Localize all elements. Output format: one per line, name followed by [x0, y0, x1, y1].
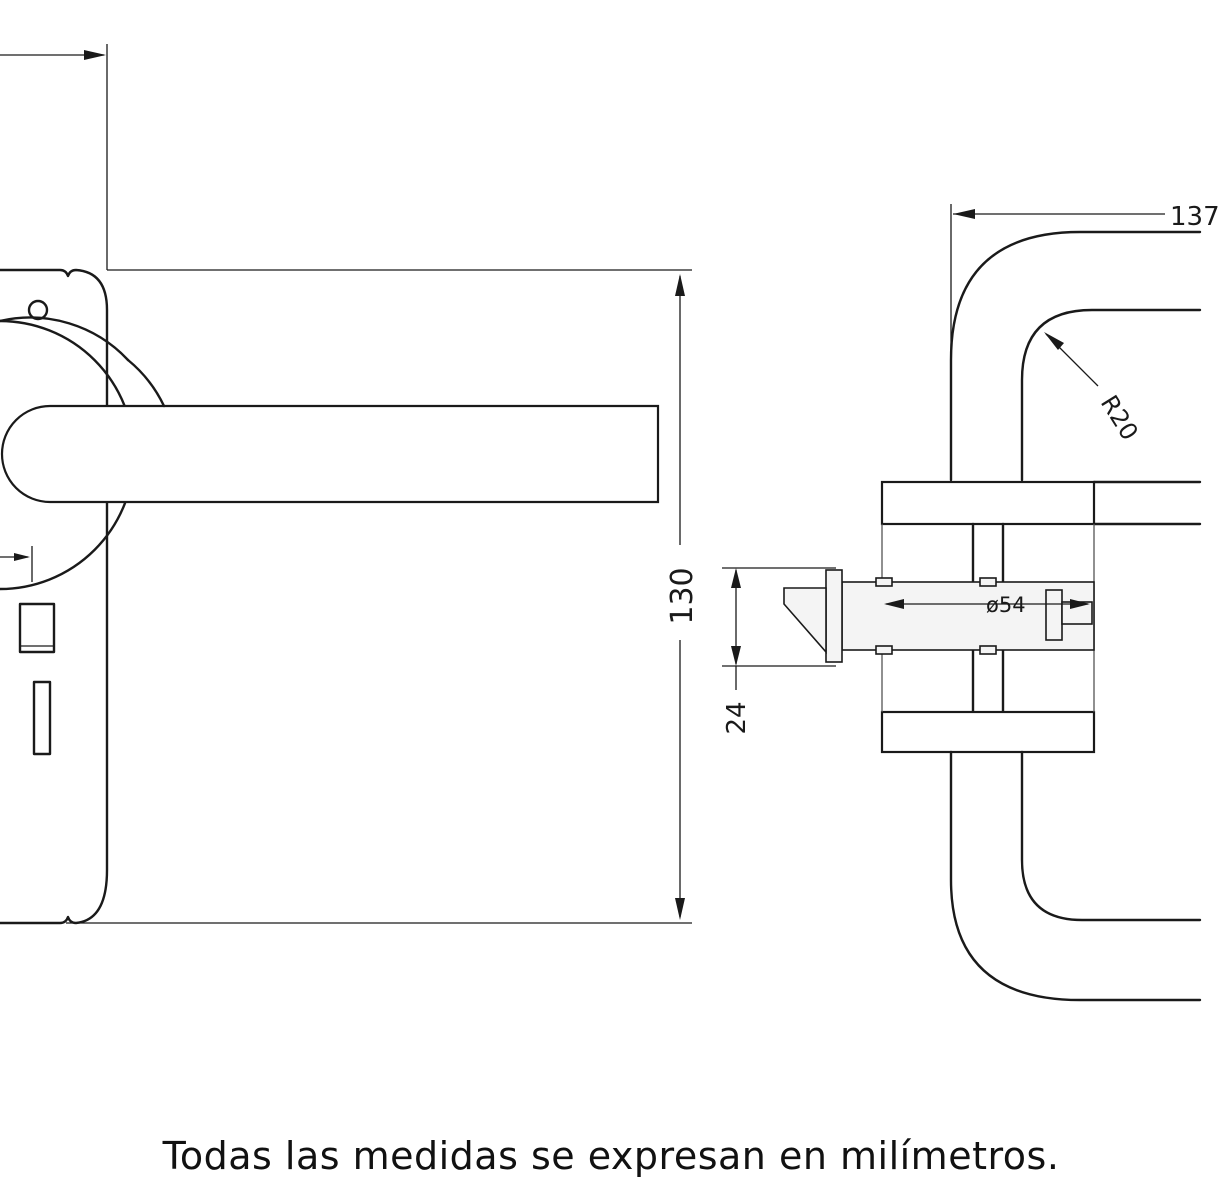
diameter-dimension-label: ø54 — [986, 593, 1026, 617]
rose-small-dimension — [0, 546, 33, 582]
lower-rose-plate — [880, 710, 1096, 754]
radius-dimension-label: R20 — [1095, 390, 1144, 445]
units-footnote: Todas las medidas se expresan en milímet… — [162, 1134, 1060, 1178]
escutcheon-plate — [0, 268, 109, 925]
upper-rose-plate — [880, 480, 1096, 526]
projection-dimension: 137 — [950, 202, 1220, 480]
key-slot-square — [18, 602, 56, 654]
projection-dimension-label: 137 — [1170, 202, 1220, 232]
key-slot-long — [32, 680, 52, 756]
lower-lever-profile — [949, 750, 1202, 1002]
lever-handle — [0, 404, 660, 504]
front-view: 130 — [0, 44, 700, 925]
latch-mechanism — [783, 524, 1095, 712]
upper-lever-profile — [949, 230, 1202, 482]
height-dimension: 130 — [665, 274, 700, 920]
diameter-dimension: ø54 — [884, 593, 1090, 617]
radius-dimension: R20 — [1044, 332, 1144, 445]
side-view: 137 R20 — [722, 202, 1220, 1002]
height-dimension-label: 130 — [665, 567, 700, 624]
rose-offset-dimension: 24 — [722, 567, 836, 735]
rose-offset-dimension-label: 24 — [722, 701, 752, 734]
top-width-dimension — [0, 44, 108, 270]
screw-hole — [27, 299, 49, 321]
